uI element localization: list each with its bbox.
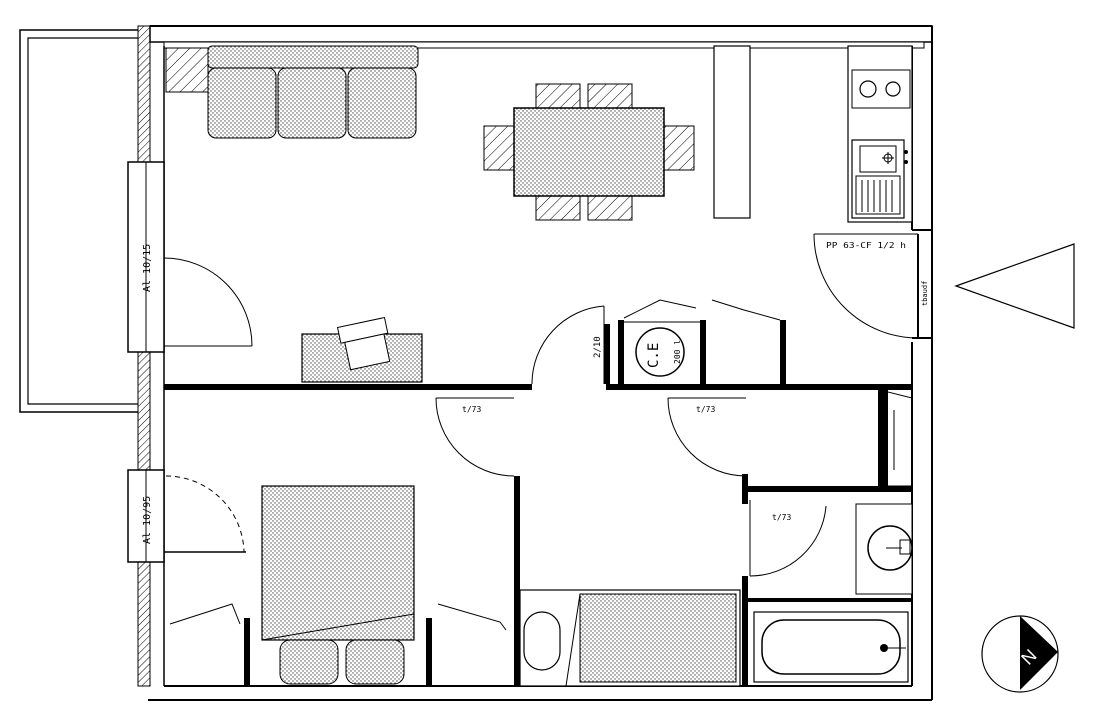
door-wc-label: t/73 [772,513,791,522]
wardrobe-doors [169,603,507,686]
bed [261,485,415,685]
boiler-label-line2: 200 l [673,340,682,364]
window-top[interactable] [127,161,165,353]
boiler [635,327,685,377]
hob-ring-left [859,80,877,98]
wash-basin [867,525,913,571]
boiler-cupboard [618,299,786,384]
entry-door-label: PP 63-CF 1/2 h [826,241,906,250]
door-bedroom[interactable] [435,397,515,477]
entry-door[interactable] [813,229,932,339]
door-hall[interactable] [667,397,747,477]
door-wc[interactable] [749,500,827,577]
balcony [19,29,138,413]
corner-cabinet [165,47,209,93]
desk [301,316,423,383]
kitchen-bar [713,45,751,219]
window-bottom-label: Al 10/95 [142,496,153,544]
dining-table [483,83,695,221]
toilet-vanity [519,589,741,687]
living-window-door-swing [163,257,253,347]
door-bathroom-left-label: 2/10 [593,336,603,358]
north-compass-icon [981,615,1059,693]
hob-ring-right [885,81,901,97]
sofa [207,45,419,139]
kitchen [847,45,913,223]
entry-side-label: tbaudf [921,281,929,306]
bathtub [753,611,909,683]
bedroom-window-door-swing [164,475,246,553]
boiler-label-line1: C.E [646,343,662,368]
window-bottom[interactable] [127,469,165,563]
window-top-label: Al 10/15 [142,244,153,292]
door-bathroom-left[interactable] [531,305,610,385]
entry-arrow-icon [954,243,1075,329]
door-hall-label: t/73 [696,405,715,414]
door-bedroom-label: t/73 [462,405,481,414]
closet [887,391,913,487]
